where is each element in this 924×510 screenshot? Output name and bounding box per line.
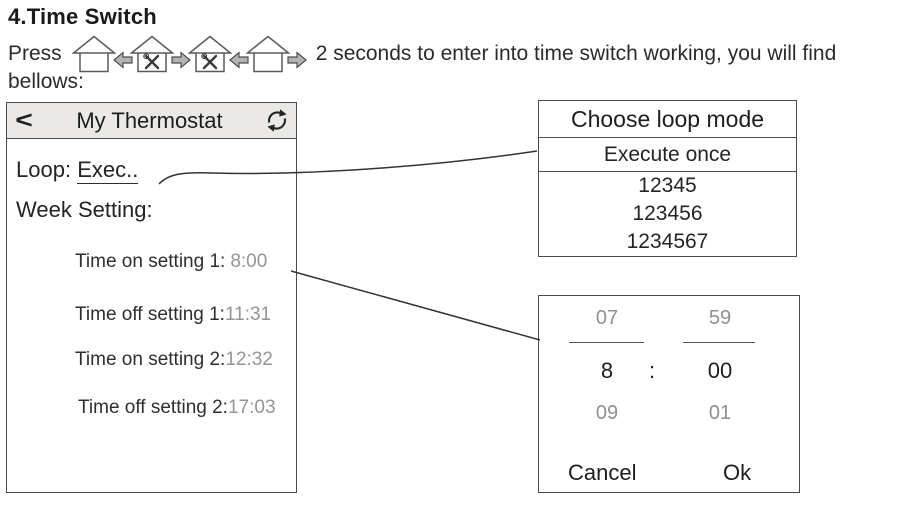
hour-below-value[interactable]: 09: [595, 402, 619, 424]
time-colon-separator: :: [648, 358, 656, 383]
time-on-setting-2-label: Time on setting 2:: [75, 349, 226, 370]
home-icon: [71, 35, 116, 73]
arrow-right-icon: [171, 51, 191, 69]
hour-selected-value[interactable]: 8: [600, 358, 614, 383]
ok-button[interactable]: Ok: [723, 460, 752, 485]
time-off-setting-1-value[interactable]: 11:31: [224, 304, 272, 325]
loop-dialog-title: Choose loop mode: [539, 101, 796, 138]
press-instruction-suffix: 2 seconds to enter into time switch work…: [315, 42, 837, 65]
time-on-setting-1-value[interactable]: 8:00: [230, 251, 268, 272]
section-heading: 4.Time Switch: [8, 4, 157, 29]
cancel-button[interactable]: Cancel: [568, 460, 637, 485]
thermostat-title: My Thermostat: [76, 107, 223, 133]
loop-setting-line: Loop: Exec..: [16, 157, 139, 184]
press-instruction-prefix: Press: [8, 42, 62, 65]
time-on-setting-2-row[interactable]: Time on setting 2:12:32: [75, 349, 273, 371]
time-on-setting-1-row[interactable]: Time on setting 1:8:00: [75, 251, 267, 273]
minute-selected-value[interactable]: 00: [707, 358, 733, 383]
time-off-setting-2-value[interactable]: 17:03: [227, 397, 276, 418]
minute-above-value[interactable]: 59: [708, 307, 732, 329]
hour-above-value[interactable]: 07: [595, 307, 619, 329]
time-off-setting-1-label: Time off setting 1:: [75, 304, 225, 325]
refresh-icon: [267, 109, 287, 132]
home-settings-icon: [129, 35, 174, 73]
loop-option-12345[interactable]: 12345: [638, 174, 697, 197]
choose-loop-mode-dialog: Choose loop mode Execute once 12345 1234…: [538, 100, 797, 257]
back-button[interactable]: <: [15, 106, 33, 134]
time-off-setting-2-row[interactable]: Time off setting 2:17:03: [78, 397, 276, 419]
loop-option-123456[interactable]: 123456: [632, 202, 703, 225]
home-icon: [245, 35, 290, 73]
minute-selection-divider: [683, 342, 755, 343]
time-off-setting-1-row[interactable]: Time off setting 1:11:31: [75, 304, 271, 326]
home-settings-icon: [187, 35, 232, 73]
press-instruction-continuation: bellows:: [8, 70, 84, 93]
arrow-left-icon: [228, 51, 249, 69]
hour-selection-divider: [569, 342, 644, 343]
refresh-button[interactable]: [258, 108, 296, 133]
callout-line-time-picker: [290, 270, 541, 341]
week-setting-label: Week Setting:: [16, 197, 153, 222]
arrow-right-icon: [287, 51, 307, 69]
time-off-setting-2-label: Time off setting 2:: [78, 397, 228, 418]
time-picker-dialog: 07 59 8 : 00 09 01 Cancel Ok: [538, 295, 800, 493]
loop-option-1234567[interactable]: 1234567: [626, 230, 709, 253]
time-on-setting-1-label: Time on setting 1:: [75, 251, 226, 272]
loop-value[interactable]: Exec..: [77, 157, 139, 184]
arrow-left-icon: [112, 51, 133, 69]
press-instruction-line: Press: [8, 33, 836, 75]
time-on-setting-2-value[interactable]: 12:32: [225, 349, 273, 370]
loop-label: Loop:: [16, 157, 72, 182]
thermostat-header: < My Thermostat: [7, 103, 296, 139]
thermostat-screen: < My Thermostat Loop: Exec.. Week Settin…: [6, 102, 297, 493]
loop-option-execute-once[interactable]: Execute once: [539, 138, 796, 172]
minute-below-value[interactable]: 01: [708, 402, 732, 424]
